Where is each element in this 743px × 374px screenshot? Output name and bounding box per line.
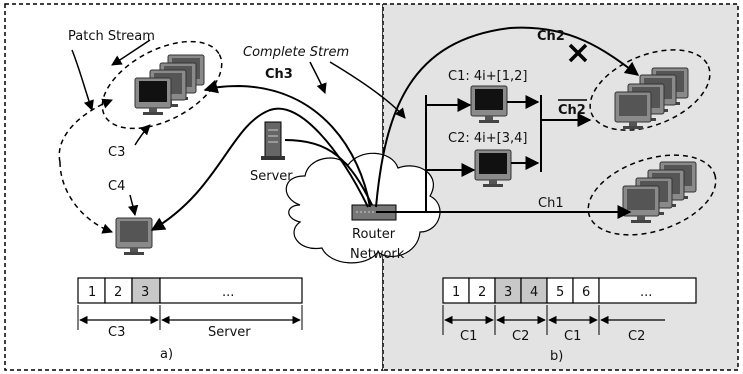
ch2-top-label: Ch2 (537, 29, 565, 44)
blocked-x-icon (568, 43, 588, 63)
buffer-a: 1 2 3 ... C3 Server (77, 277, 303, 340)
c4-label: C4 (108, 179, 125, 194)
buffer-b-cell: 2 (478, 285, 486, 300)
stream-curves (150, 26, 640, 231)
router-label: Router (352, 227, 396, 242)
buffer-a-cell: 3 (141, 285, 149, 300)
buffer-b-span: C1 (460, 329, 477, 344)
server-icon (261, 121, 285, 160)
buffer-b-cell: 3 (504, 285, 512, 300)
buffer-b-span: C2 (628, 329, 645, 344)
buffer-a-cell: ... (222, 285, 234, 300)
complete-stream-label: Complete Strem (243, 45, 349, 60)
c1-rule-label: C1: 4i+[1,2] (448, 69, 527, 84)
network-label: Network (350, 247, 405, 262)
buffer-a-cell: 1 (88, 285, 96, 300)
buffer-b-cell: ... (640, 285, 652, 300)
buffer-a-span: Server (208, 325, 251, 340)
buffer-a-span: C3 (108, 325, 125, 340)
buffer-b-cell: 1 (452, 285, 460, 300)
ch1-label: Ch1 (538, 196, 564, 211)
c2-rule-label: C2: 4i+[3,4] (448, 131, 527, 146)
buffer-b-span: C2 (512, 329, 529, 344)
buffer-b: 1 2 3 4 5 6 ... C1 C2 C1 C2 (442, 277, 697, 344)
c3-group-ellipse (101, 40, 223, 130)
server-label: Server (250, 169, 293, 184)
buffer-a-cell: 2 (114, 285, 122, 300)
buffer-b-cell: 6 (582, 285, 590, 300)
ch2-bar-label: Ch2 (558, 103, 586, 118)
ch3-label: Ch3 (265, 67, 293, 82)
buffer-b-cell: 4 (530, 285, 538, 300)
patch-stream-arrows (58, 39, 406, 234)
patch-stream-label: Patch Stream (68, 29, 155, 44)
buffer-b-cell: 5 (556, 285, 564, 300)
panel-b-label: b) (550, 349, 563, 364)
ch1-group-ellipse (587, 154, 717, 236)
panel-a-label: a) (160, 347, 173, 362)
buffer-b-span: C1 (564, 329, 581, 344)
splitter-lines (376, 95, 632, 219)
c3-label: C3 (108, 145, 125, 160)
ch2-group-ellipse (589, 49, 711, 131)
